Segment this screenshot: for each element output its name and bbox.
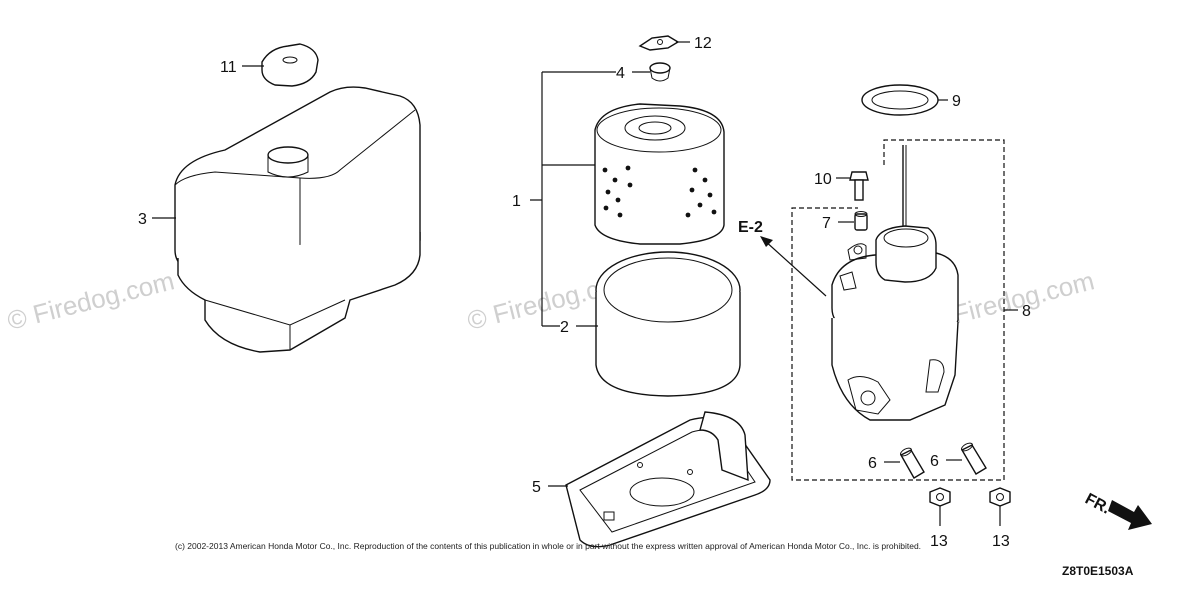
label-part-3: 3 — [138, 211, 147, 228]
label-part-13b: 13 — [992, 533, 1010, 550]
grommet — [649, 62, 671, 82]
watermark-left: © Firedog.com — [4, 265, 177, 335]
ref-arrowhead — [760, 236, 773, 247]
label-part-12: 12 — [694, 35, 712, 52]
foam-element — [595, 251, 741, 397]
diagram-code: Z8T0E1503A — [1062, 564, 1134, 578]
group-box-part-8 — [791, 139, 1005, 481]
bracket-part-1 — [530, 71, 616, 327]
copyright-notice: (c) 2002-2013 American Honda Motor Co., … — [175, 541, 921, 551]
label-part-4: 4 — [616, 65, 625, 82]
nut-left — [929, 487, 951, 507]
label-part-11: 11 — [220, 59, 237, 76]
label-part-1: 1 — [512, 193, 521, 210]
front-label: FR. — [1082, 491, 1113, 518]
collar — [854, 211, 868, 231]
label-part-8: 8 — [1022, 303, 1031, 320]
label-part-9: 9 — [952, 93, 961, 110]
label-part-7: 7 — [822, 215, 831, 232]
label-part-10: 10 — [814, 171, 832, 188]
air-filter-element — [594, 103, 725, 245]
ref-arrow-line — [763, 239, 827, 297]
label-part-6a: 6 — [868, 455, 877, 472]
wing-nut — [261, 43, 319, 87]
air-cleaner-cover — [174, 86, 421, 353]
nut-right — [989, 487, 1011, 507]
front-direction-indicator: FR. — [1082, 491, 1152, 530]
tube-left — [900, 447, 925, 479]
bolt — [849, 171, 869, 201]
tube-right — [961, 442, 987, 475]
air-cleaner-elbow — [831, 145, 959, 421]
label-ref-e2: E-2 — [738, 219, 763, 236]
label-part-6b: 6 — [930, 453, 939, 470]
label-part-2: 2 — [560, 319, 569, 336]
gasket-ring — [861, 84, 939, 116]
front-arrow-icon — [1108, 500, 1152, 530]
air-cleaner-base — [565, 411, 771, 548]
filter-holes — [602, 165, 717, 218]
label-part-5: 5 — [532, 479, 541, 496]
label-part-13a: 13 — [930, 533, 948, 550]
part-12-clip — [638, 35, 680, 51]
